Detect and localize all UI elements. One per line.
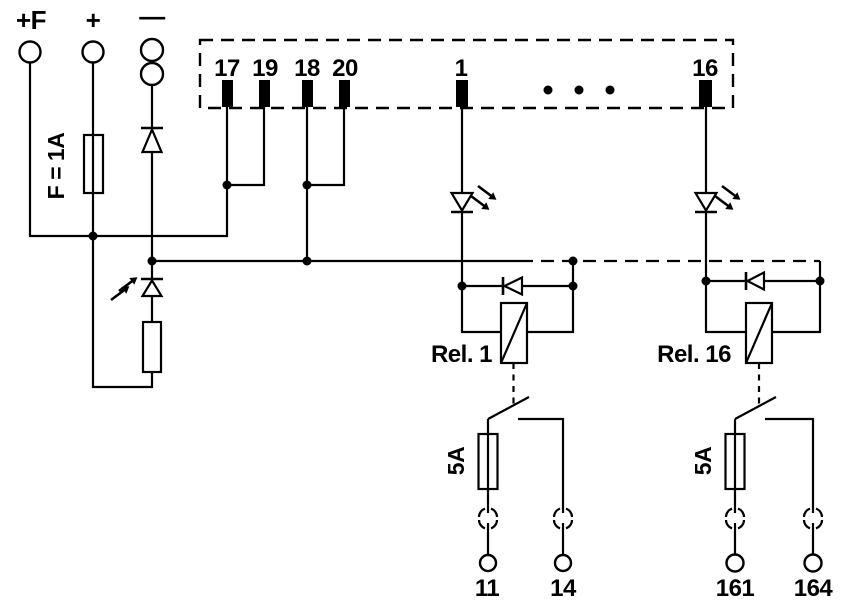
terminal-17-label: 17: [214, 55, 240, 82]
plus-label: +: [86, 5, 101, 35]
terminal-17-pin: [222, 80, 233, 107]
channel-1-led: [449, 184, 498, 214]
output-terminal-14-circle: [553, 553, 573, 573]
terminal-19-wire: [227, 107, 266, 187]
rel1-contact-lever: [487, 396, 530, 420]
terminal-strip: 17 19 18 20 1 16: [198, 38, 735, 110]
junction-dots: [88, 180, 825, 291]
channel-16-led-arrow-2: [713, 194, 735, 212]
plus-feed-wire: [91, 63, 154, 389]
terminal-1-label: 1: [455, 55, 468, 82]
connector-dashed-outline: [198, 38, 735, 110]
minus-terminal-circle-lower: [139, 61, 165, 87]
minus-label: —: [139, 1, 165, 31]
rel1-coil-diagonal: [499, 302, 529, 364]
rel1-contact-right-wire: [518, 417, 565, 513]
output-terminal-11-label: 11: [475, 575, 500, 602]
plus-bus-wire: [28, 63, 229, 238]
power-led: [109, 275, 164, 302]
terminal-20-pin: [339, 80, 350, 107]
terminal-1-pin: [456, 80, 468, 107]
wiring: [28, 63, 822, 389]
rel16-fuse-label: 5A: [690, 447, 716, 475]
fuse-f1a-symbol: [82, 133, 105, 195]
channel-1-led-arrow-2: [469, 194, 491, 212]
rel1-name-label: Rel. 1: [431, 341, 492, 368]
channel-1-led-arrow-1: [476, 184, 498, 202]
power-led-arrow-2: [109, 284, 131, 302]
terminal-18-label: 18: [294, 55, 320, 82]
terminal-20-wire: [307, 107, 346, 187]
relay-16: Rel. 16 5A 161 164: [657, 270, 834, 602]
diode-triangle: [140, 126, 164, 154]
terminal-16-label: 16: [692, 55, 718, 82]
plus-terminal-circle: [81, 40, 105, 64]
channel-16-led-triangle: [693, 191, 719, 213]
ellipsis-dots: [543, 85, 615, 95]
rel1-fuse-5a-symbol: [477, 432, 499, 491]
rel1-coil-lead-left: [460, 286, 501, 334]
relay-1: Rel. 1 5A 11 14: [431, 261, 577, 602]
terminal-16-pin: [699, 80, 712, 107]
terminal-19-label: 19: [252, 55, 278, 82]
minus-terminal-circle-upper: [139, 37, 165, 63]
supply-terminal-plus-f: +F: [16, 5, 47, 64]
reverse-protection-diode: [140, 126, 164, 154]
channel-1-led-triangle: [449, 191, 475, 213]
terminal-20-label: 20: [332, 55, 358, 82]
rel16-coil-lead-left: [704, 281, 746, 334]
rel1-plug-connector-left: [477, 507, 499, 530]
rel16-name-label: Rel. 16: [657, 341, 731, 368]
channel-16-led: [693, 184, 742, 214]
rel16-plug-connector-left: [724, 507, 746, 530]
supply-terminal-minus: —: [139, 1, 166, 87]
rel1-coil-lead-right: [527, 286, 575, 334]
series-resistor: [141, 320, 163, 374]
main-fuse: F = 1A: [43, 133, 105, 200]
supply-terminal-plus: +: [81, 5, 105, 64]
rel16-freewheel-diode-triangle: [745, 270, 766, 292]
output-terminal-164-circle: [803, 553, 823, 573]
channel-16-led-arrow-1: [720, 184, 742, 202]
rel1-plug-connector-right: [552, 507, 574, 530]
power-led-triangle: [140, 278, 164, 298]
rel1-freewheel-diode-triangle: [501, 275, 524, 297]
rel16-plug-connector-right: [802, 507, 824, 530]
terminal-19-pin: [259, 80, 270, 107]
rel16-contact-lever: [734, 396, 777, 420]
output-terminal-161-label: 161: [716, 575, 755, 602]
rel16-coil-diagonal: [744, 302, 774, 364]
rel16-contact-right-wire: [765, 417, 815, 513]
output-terminal-14-label: 14: [550, 575, 577, 602]
rel16-coil-lead-right: [772, 281, 822, 334]
output-terminal-161-circle: [725, 553, 745, 573]
rel1-fuse-label: 5A: [443, 447, 469, 475]
fuse-f1a-label: F = 1A: [43, 133, 69, 200]
plus-f-label: +F: [16, 5, 46, 35]
terminal-18-pin: [302, 80, 313, 107]
output-terminal-164-label: 164: [794, 575, 834, 602]
output-terminal-11-circle: [478, 553, 498, 573]
plus-f-terminal-circle: [18, 40, 42, 64]
rel16-fuse-5a-symbol: [724, 432, 746, 491]
